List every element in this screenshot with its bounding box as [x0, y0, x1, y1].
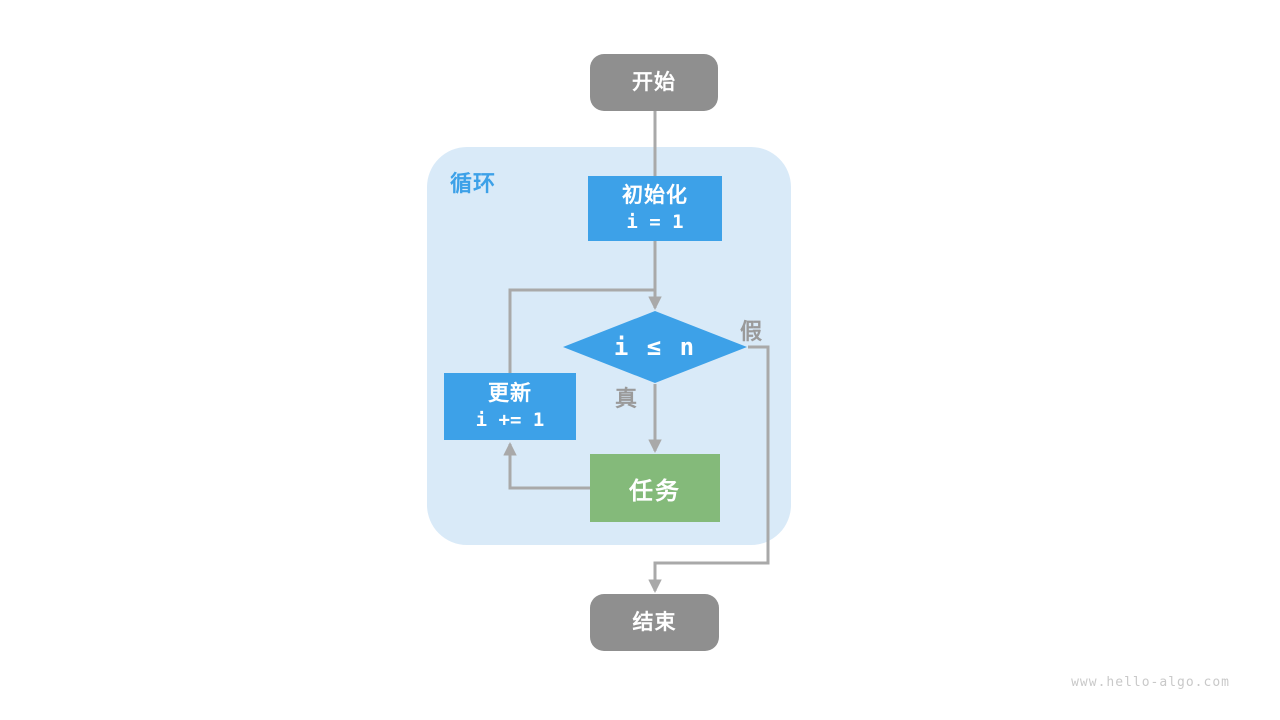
node-update-label: 更新 — [488, 381, 532, 405]
node-start: 开始 — [590, 54, 718, 111]
node-init-label: 初始化 — [622, 183, 688, 207]
watermark-text: www.hello-algo.com — [1071, 675, 1230, 690]
node-start-label: 开始 — [632, 70, 676, 94]
node-update-code: i += 1 — [475, 408, 545, 431]
edge-task-to-update — [503, 441, 590, 490]
node-condition-label: i ≤ n — [613, 333, 697, 361]
loop-region-label: 循环 — [450, 171, 497, 196]
node-init-code: i = 1 — [626, 210, 684, 233]
edge-update-loopback — [508, 288, 656, 373]
node-end: 结束 — [590, 594, 719, 651]
edge-label-true: 真 — [615, 386, 639, 411]
node-end-label: 结束 — [632, 610, 677, 634]
node-init: 初始化 i = 1 — [588, 176, 722, 241]
node-update: 更新 i += 1 — [444, 373, 576, 440]
node-task: 任务 — [590, 454, 720, 522]
edge-condition-false-to-end — [648, 345, 770, 594]
edge-label-false: 假 — [740, 319, 764, 344]
node-task-label: 任务 — [629, 477, 681, 505]
